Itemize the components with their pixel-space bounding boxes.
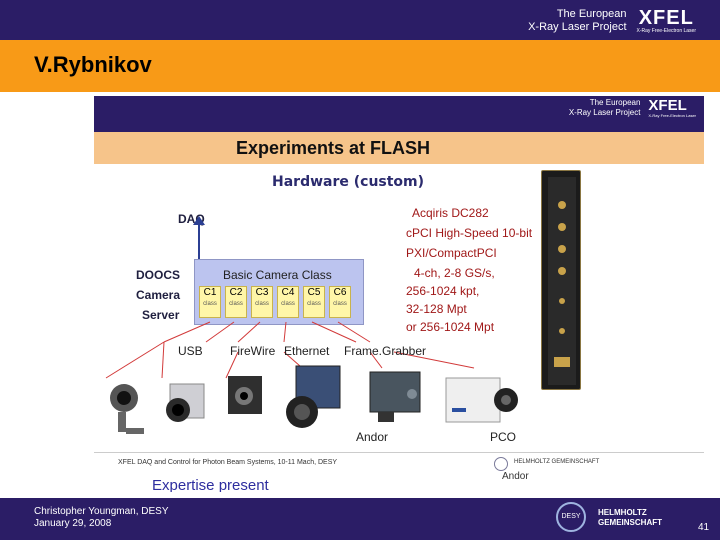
acqiris-line7: or 256-1024 Mpt	[406, 320, 495, 334]
slide-helmholtz-label: HELMHOLTZ GEMEINSCHAFT	[514, 459, 600, 465]
class-box-sub: class	[333, 301, 347, 307]
class-box-sub: class	[203, 301, 217, 307]
firewire-camera-2-image	[222, 370, 268, 428]
slide-footer-conference: XFEL DAQ and Control for Photon Beam Sys…	[118, 459, 338, 466]
framegrabber-label: Frame.Grabber	[344, 344, 427, 358]
class-box-c2: C2 class	[225, 286, 247, 318]
class-box-c4: C4 class	[277, 286, 299, 318]
andor-camera-image	[356, 364, 426, 428]
camera-icon	[228, 376, 262, 414]
usb-label: USB	[178, 344, 203, 358]
acqiris-card-image	[541, 170, 581, 390]
embedded-slide: The European X-Ray Laser Project XFEL X-…	[94, 96, 704, 492]
title-band: V.Rybnikov	[0, 40, 720, 92]
tagline-line2: X-Ray Laser Project	[528, 21, 627, 33]
doocs-line3: Server	[142, 308, 180, 322]
header-bar: The European X-Ray Laser Project XFEL X-…	[0, 0, 720, 40]
daq-arrow-icon	[193, 216, 205, 264]
camera-icon	[369, 371, 421, 422]
usb-camera-image	[102, 376, 150, 440]
xfel-logo-text: XFEL	[638, 7, 694, 29]
author-info: Christopher Youngman, DESY January 29, 2…	[34, 506, 169, 530]
camera-icon	[286, 365, 341, 428]
xfel-brand: The European X-Ray Laser Project XFEL X-…	[528, 4, 696, 38]
class-box-c5: C5 class	[303, 286, 325, 318]
brand-tagline: The European X-Ray Laser Project	[528, 8, 626, 34]
doocs-line1: DOOCS	[136, 268, 181, 282]
class-box-c1: C1 class	[199, 286, 221, 318]
seal-icon	[494, 457, 508, 471]
slide-header: The European X-Ray Laser Project XFEL X-…	[94, 96, 704, 132]
class-box-sub: class	[255, 301, 269, 307]
acqiris-line1: Acqiris DC282	[412, 206, 489, 220]
presentation-date: January 29, 2008	[34, 518, 112, 529]
class-box-name: C3	[255, 287, 269, 298]
slide-footer: XFEL DAQ and Control for Photon Beam Sys…	[94, 452, 704, 492]
class-box-name: C4	[281, 287, 295, 298]
expertise-present-label: Expertise present	[152, 477, 269, 492]
camera-icon	[110, 384, 144, 434]
desy-logo-text: DESY	[561, 513, 581, 520]
slide-tagline-line2: X-Ray Laser Project	[568, 108, 641, 117]
ethernet-camera-image	[272, 362, 348, 436]
pco-camera-image	[440, 368, 520, 430]
card-connectors-icon	[548, 177, 576, 385]
helmholtz-logo: HELMHOLTZ GEMEINSCHAFT	[598, 508, 662, 528]
slide-subtitle: Hardware (custom)	[272, 174, 425, 190]
xfel-logo-subtext: X-Ray Free-Electron Laser	[636, 28, 696, 34]
acqiris-line3: PXI/CompactPCI	[406, 246, 497, 260]
page-title: V.Rybnikov	[34, 52, 152, 77]
page-number: 41	[698, 522, 710, 533]
helmholtz-line1: HELMHOLTZ	[598, 508, 647, 517]
author-name: Christopher Youngman, DESY	[34, 506, 169, 517]
firewire-camera-image	[156, 374, 214, 436]
basic-camera-class: Basic Camera Class C1 class C2 class C3 …	[194, 259, 364, 325]
class-box-name: C6	[333, 287, 347, 298]
slide-logo-text: XFEL	[648, 97, 687, 114]
acqiris-line2: cPCI High-Speed 10-bit	[406, 226, 533, 240]
class-box-sub: class	[229, 301, 243, 307]
class-box-sub: class	[281, 301, 295, 307]
class-box-c6: C6 class	[329, 286, 351, 318]
tagline-line1: The European	[556, 8, 627, 20]
acqiris-line5: 256-1024 kpt,	[406, 284, 480, 298]
doocs-line2: Camera	[136, 288, 181, 302]
desy-logo-icon: DESY	[556, 502, 586, 532]
camera-icon	[445, 377, 518, 423]
ethernet-label: Ethernet	[284, 344, 330, 358]
slide-xfel-brand: The European X-Ray Laser Project XFEL X-…	[569, 98, 696, 118]
helmholtz-line2: GEMEINSCHAFT	[598, 518, 662, 527]
class-box-c3: C3 class	[251, 286, 273, 318]
acqiris-line6: 32-128 Mpt	[406, 302, 467, 316]
slide-title-band	[94, 132, 704, 164]
camera-icon	[166, 383, 205, 422]
pco-label: PCO	[490, 430, 517, 444]
class-box-name: C5	[307, 287, 321, 298]
slide-title: Experiments at FLASH	[236, 138, 431, 158]
andor-label: Andor	[356, 430, 389, 444]
slide-andor-mark: Andor	[502, 471, 529, 482]
footer-bar: Christopher Youngman, DESY January 29, 2…	[0, 498, 720, 540]
camera-class-label: Basic Camera Class	[223, 268, 332, 282]
firewire-label: FireWire	[230, 344, 276, 358]
slide-logo-subtext: X-Ray Free-Electron Laser	[648, 113, 696, 118]
slide-tagline-line1: The European	[589, 98, 641, 107]
connection-lines	[105, 321, 475, 379]
acqiris-line4: 4-ch, 2-8 GS/s,	[414, 266, 495, 280]
slide-tagline: The European X-Ray Laser Project	[569, 98, 641, 118]
xfel-logo: XFEL X-Ray Free-Electron Laser	[637, 8, 696, 34]
class-box-name: C2	[229, 287, 243, 298]
class-box-name: C1	[203, 287, 217, 298]
class-box-sub: class	[307, 301, 321, 307]
slide-xfel-logo: XFEL X-Ray Free-Electron Laser	[648, 98, 696, 118]
